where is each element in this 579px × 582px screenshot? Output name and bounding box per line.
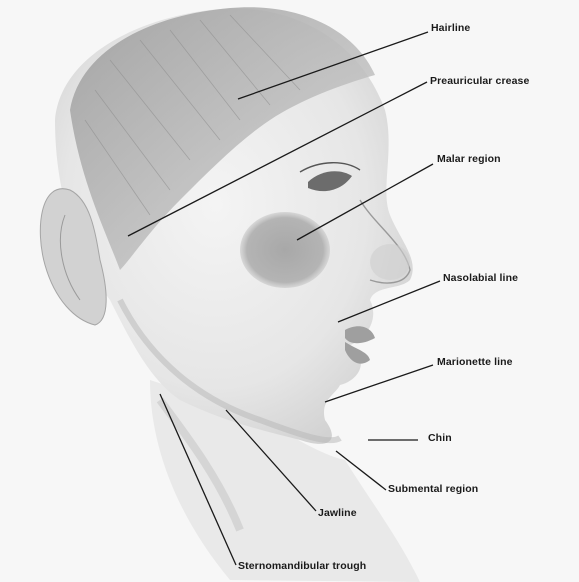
chin-label: Chin xyxy=(428,432,452,444)
preauricular-crease-label: Preauricular crease xyxy=(430,75,529,87)
hairline-label: Hairline xyxy=(431,22,470,34)
marionette-line-label: Marionette line xyxy=(437,356,513,368)
sternomandibular-trough-label: Sternomandibular trough xyxy=(238,560,366,572)
malar-region-label: Malar region xyxy=(437,153,501,165)
nasolabial-line-label: Nasolabial line xyxy=(443,272,518,284)
jawline-label: Jawline xyxy=(318,507,357,519)
nose-tip xyxy=(370,244,410,280)
submental-region-label: Submental region xyxy=(388,483,478,495)
malar-region-shape xyxy=(240,212,330,288)
